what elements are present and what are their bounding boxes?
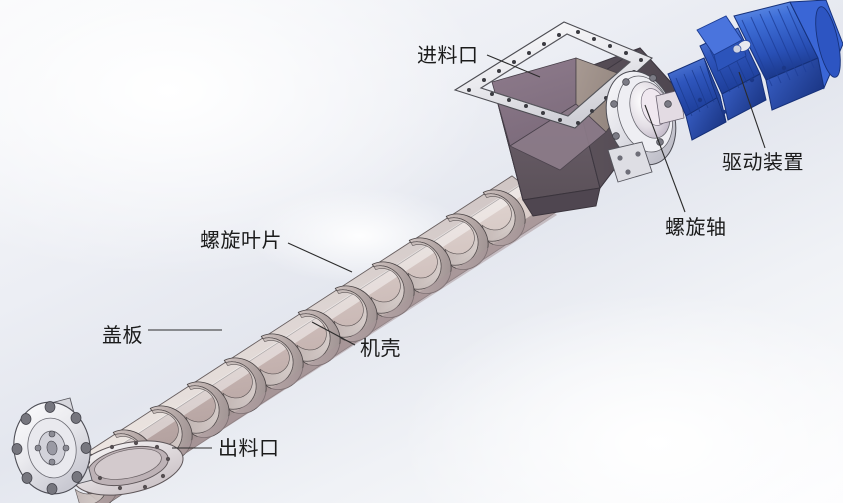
label-casing: 机壳 [360, 336, 401, 360]
end-flange [11, 397, 93, 495]
label-discharge-outlet: 出料口 [218, 436, 280, 460]
leader-feed-inlet [486, 54, 541, 78]
leader-screw-shaft [644, 104, 686, 213]
leader-spiral-blade [287, 242, 353, 273]
leader-lines [148, 54, 766, 449]
discharge-outlet [72, 440, 184, 496]
label-spiral-blade: 螺旋叶片 [200, 228, 282, 252]
label-cover-plate: 盖板 [102, 323, 143, 347]
drive-assembly [667, 0, 843, 141]
label-feed-inlet: 进料口 [417, 43, 479, 67]
label-drive-unit: 驱动装置 [722, 150, 804, 174]
leader-drive-unit [738, 71, 766, 149]
leader-casing [311, 321, 356, 346]
label-screw-shaft: 螺旋轴 [665, 215, 727, 239]
